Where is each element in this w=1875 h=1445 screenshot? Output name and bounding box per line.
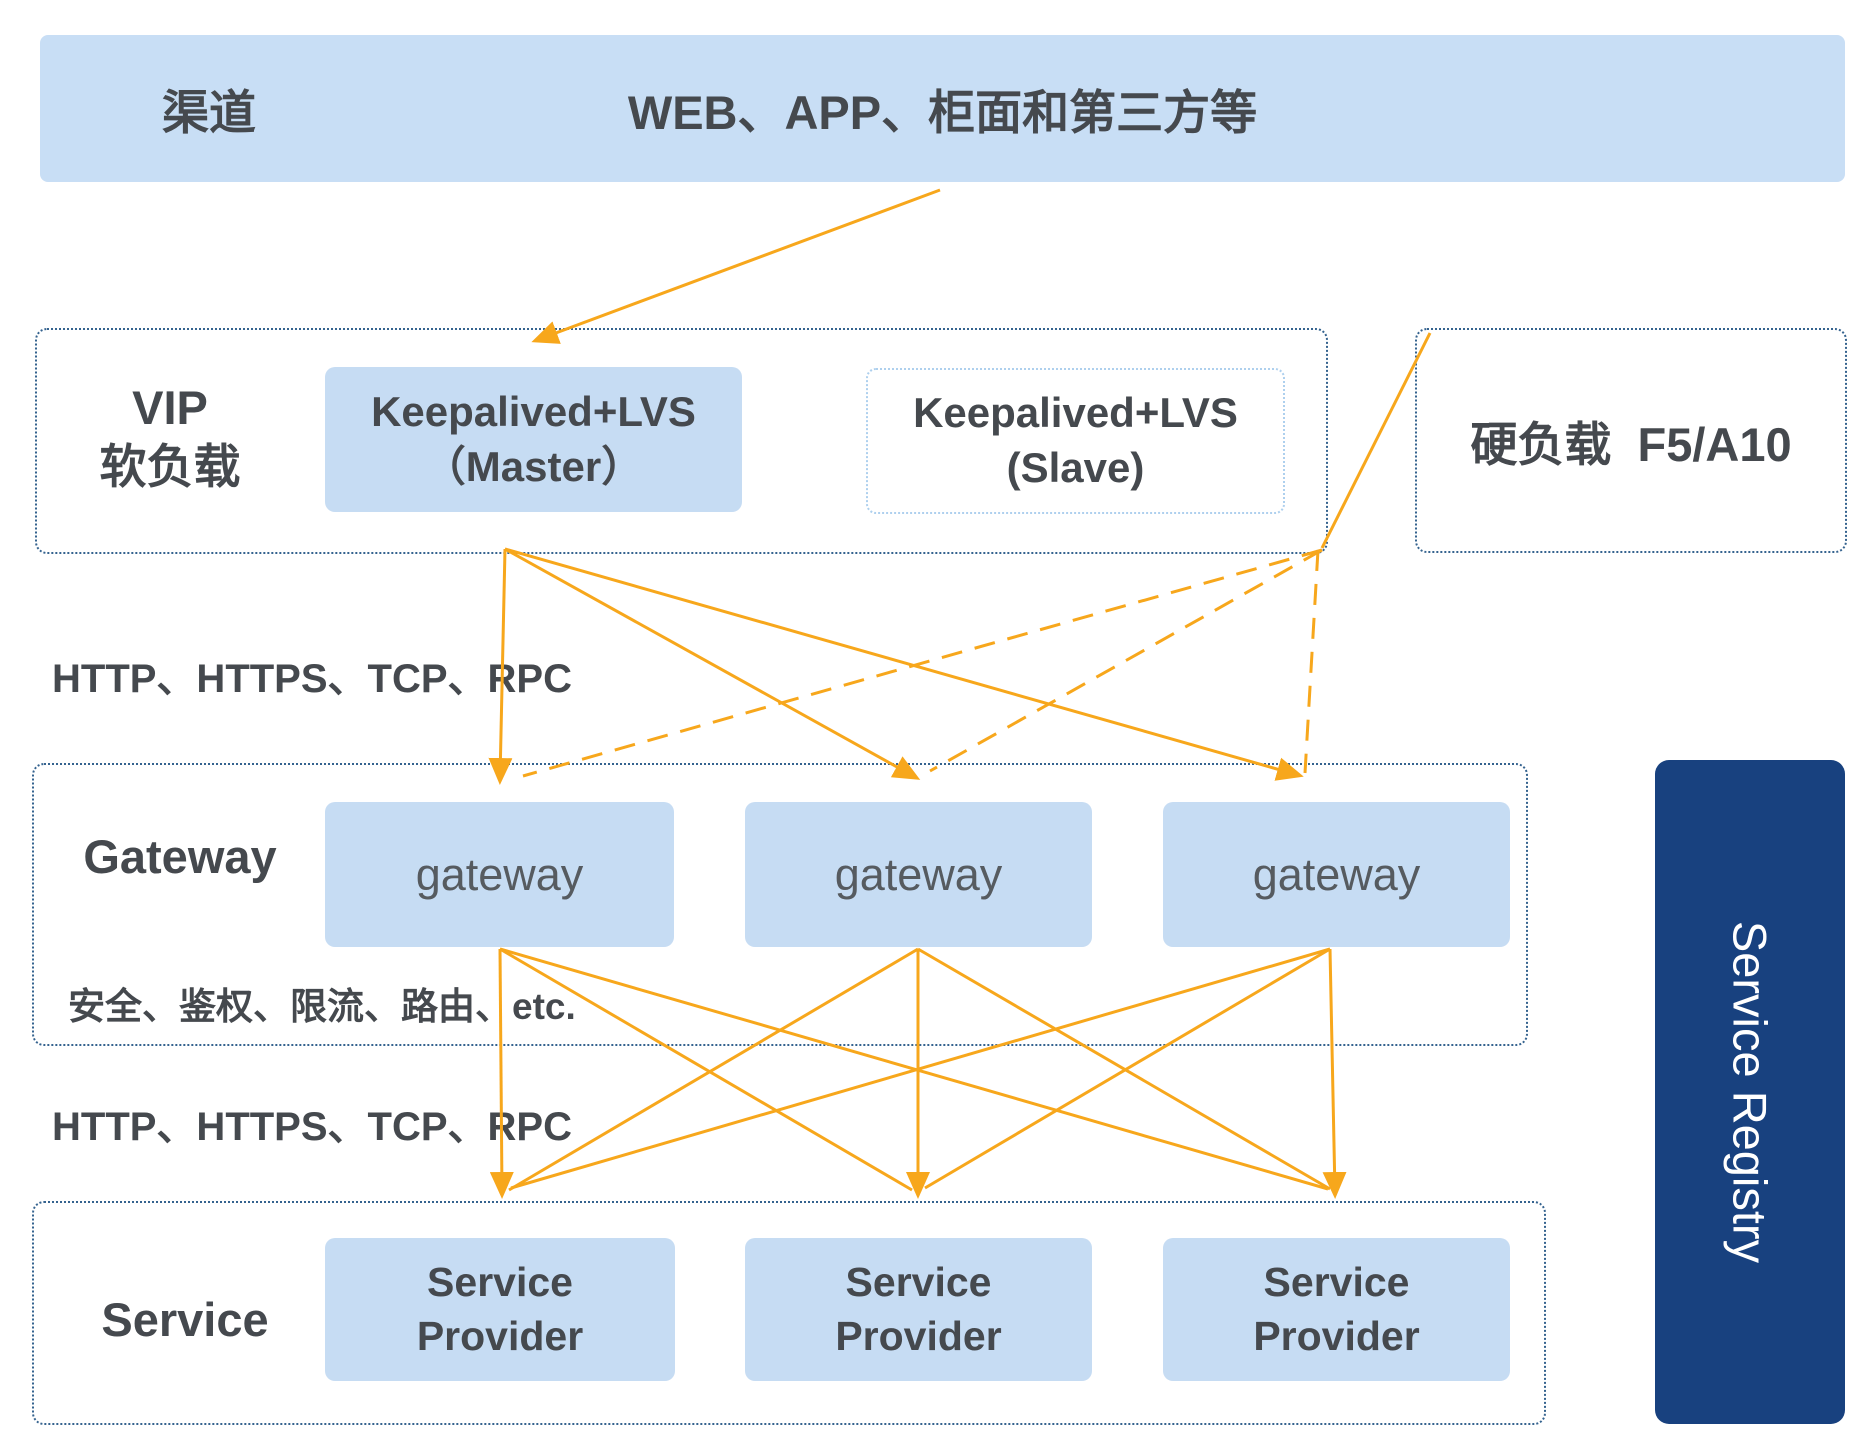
gateway-service-protocol-label: HTTP、HTTPS、TCP、RPC (52, 1105, 572, 1149)
service-registry-label: Service Registry (1723, 920, 1777, 1264)
service-registry-panel: Service Registry (1655, 760, 1845, 1424)
hardload-f5-box: 硬负载 F5/A10 (1415, 328, 1847, 553)
dashed-arrow-to-gateway3 (1303, 549, 1320, 774)
dashed-arrow-to-gateway2 (929, 548, 1323, 773)
service-section-label: Service (101, 1293, 269, 1346)
arrow-channel-to-vip (531, 188, 941, 344)
dashed-arrow-to-gateway1 (522, 548, 1323, 778)
vip-gateway-protocol-label: HTTP、HTTPS、TCP、RPC (52, 657, 572, 701)
keepalived-slave-box: Keepalived+LVS (Slave) (866, 368, 1285, 514)
service-provider-box-3: Service Provider (1163, 1238, 1510, 1381)
channel-label: 渠道 (162, 86, 256, 139)
gateway-section-label: Gateway (83, 830, 277, 883)
service-provider-box-1: Service Provider (325, 1238, 675, 1381)
channel-banner: 渠道 WEB、APP、柜面和第三方等 (40, 35, 1845, 182)
arrow-master-to-gateway3 (504, 547, 1304, 781)
line-hardload-link (1320, 332, 1432, 549)
gateway-features-label: 安全、鉴权、限流、路由、etc. (68, 986, 576, 1027)
gateway-box-2: gateway (745, 802, 1092, 947)
gateway-box-3: gateway (1163, 802, 1510, 947)
gateway-box-1: gateway (325, 802, 674, 947)
vip-softload-label: VIP 软负载 (99, 381, 241, 493)
service-provider-box-2: Service Provider (745, 1238, 1092, 1381)
channel-title: WEB、APP、柜面和第三方等 (627, 86, 1258, 139)
keepalived-master-box: Keepalived+LVS （Master） (325, 367, 742, 512)
